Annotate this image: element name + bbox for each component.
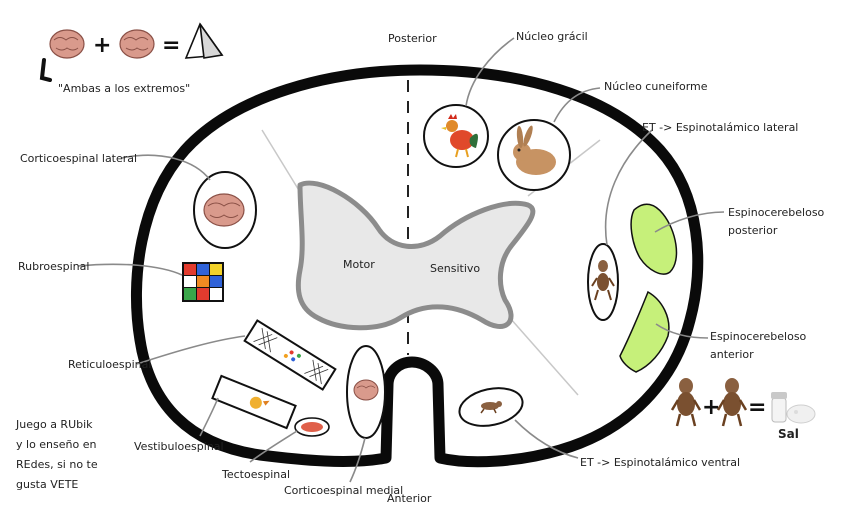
note-line-2: y lo enseño en (16, 438, 96, 451)
spinocerebellar-posterior-region (630, 203, 678, 275)
label-reticuloespinal: Reticuloespinal (68, 358, 151, 371)
label-spinocerebellar-anterior-2: anterior (710, 348, 754, 361)
label-spinocerebellar-posterior-1: Espinocerebeloso (728, 206, 825, 219)
label-tectoespinal: Tectoespinal (221, 468, 290, 481)
leader-et-lateral (604, 129, 653, 246)
label-et-ventral: ET -> Espinotalámico ventral (580, 456, 740, 469)
leader-corticoespinal-lateral (121, 154, 211, 181)
rabbit-icon (513, 125, 556, 175)
leader-corticoespinal-medial (349, 437, 366, 483)
leader-lines (77, 37, 725, 483)
et-figure-icon (670, 378, 702, 427)
label-spinocerebellar-posterior-2: posterior (728, 224, 778, 237)
leader-tectoespinal (249, 430, 298, 463)
et-plus: + (702, 395, 720, 420)
spinocerebellar-anterior-region (619, 290, 670, 373)
label-corticoespinal-lateral: Corticoespinal lateral (20, 152, 137, 165)
division-line-1 (261, 129, 301, 193)
brain-icon (203, 193, 245, 227)
leader-nucleo-cuneiforme (553, 87, 601, 123)
label-motor: Motor (343, 258, 375, 271)
note-line-3: REdes, si no te (16, 458, 98, 471)
et-figure-icon (480, 401, 502, 414)
salt-shaker-icon (771, 392, 816, 424)
reticuloespinal-box (243, 319, 337, 391)
label-anterior: Anterior (387, 492, 432, 505)
et-equals: = (748, 395, 766, 420)
label-et-lateral: ET -> Espinotalámico lateral (642, 121, 798, 134)
label-posterior: Posterior (388, 32, 437, 45)
note-line-1: Juego a RUbik (15, 418, 93, 431)
leader-rubroespinal (77, 263, 183, 276)
et-figure-icon (591, 260, 615, 301)
label-rubroespinal: Rubroespinal (18, 260, 89, 273)
et-figure-icon (716, 378, 748, 427)
brain-icon (353, 379, 379, 401)
division-line-3 (509, 317, 579, 396)
label-vestibuloespinal: Vestibuloespinal (134, 440, 224, 453)
vestibuloespinal-box (211, 374, 297, 430)
gray-matter (295, 180, 536, 331)
equation-plus: + (93, 33, 111, 58)
leader-reticuloespinal (136, 335, 246, 365)
leader-nucleo-gracil (465, 37, 515, 107)
label-nucleo-cuneiforme: Núcleo cuneiforme (604, 80, 708, 93)
brain-icon (119, 29, 155, 59)
rooster-icon (441, 114, 478, 158)
brain-icon (49, 29, 85, 59)
label-nucleo-gracil: Núcleo grácil (516, 30, 588, 43)
leader-spinocerebellar-posterior (654, 211, 725, 233)
label-sal: Sal (778, 427, 799, 441)
quote-text: "Ambas a los extremos" (58, 82, 190, 95)
leader-vestibuloespinal (199, 397, 219, 437)
note-line-4: gusta VETE (16, 478, 78, 491)
label-sensitivo: Sensitivo (430, 262, 480, 275)
tectoespinal-dish-icon (301, 422, 323, 432)
leader-spinocerebellar-anterior (655, 323, 709, 339)
equation-equals: = (162, 33, 180, 58)
leader-et-ventral (514, 419, 579, 459)
label-spinocerebellar-anterior-1: Espinocerebeloso (710, 330, 807, 343)
pyramid-icon (184, 22, 224, 59)
squiggle-mark (39, 58, 52, 82)
rubik-cube-icon (182, 262, 224, 302)
label-corticoespinal-medial: Corticoespinal medial (284, 484, 403, 497)
